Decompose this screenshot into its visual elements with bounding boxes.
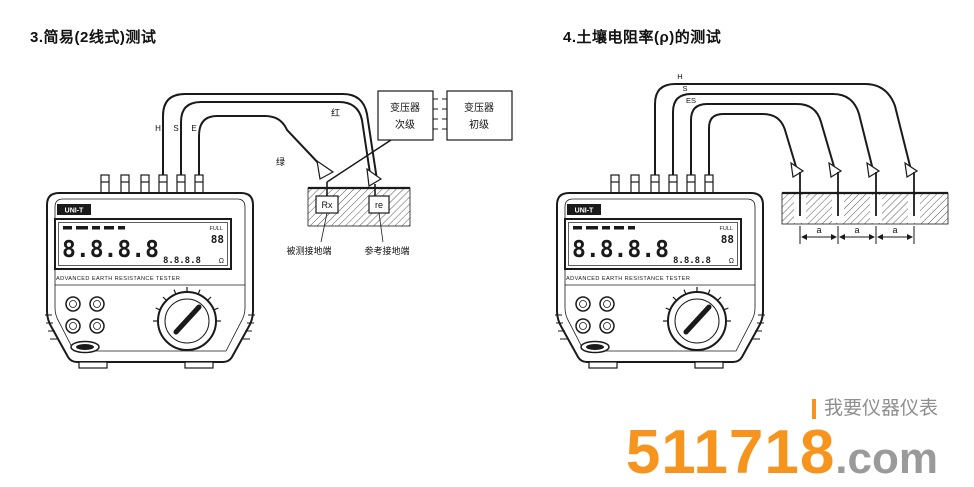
ground-block: [781, 191, 949, 225]
left-section-title: 3.简易(2线式)测试: [30, 29, 157, 46]
right-section-title: 4.土壤电阻率(ρ)的测试: [563, 29, 722, 46]
transformer-ground-lead: [326, 139, 392, 183]
soil-resistivity-test-diagram: H S ES: [535, 72, 949, 388]
re-label: re: [375, 200, 383, 210]
terminal-label-e: E: [191, 124, 196, 133]
winding-marks: [433, 98, 447, 130]
clamp-icon: [828, 161, 843, 178]
earth-tester-device: [45, 175, 255, 368]
spacing-label-a2: a: [854, 225, 859, 235]
measured-ground-label: 被测接地端: [286, 245, 331, 256]
spacing-labels: a a a: [816, 225, 897, 235]
test-leads: [654, 83, 912, 175]
clamp-icon: [904, 161, 919, 178]
watermark-site-row: 我要仪器仪表: [626, 398, 938, 420]
transformer-primary-label-1: 变压器: [464, 101, 494, 114]
lead-4: [708, 113, 798, 175]
watermark-accent-bar: [811, 399, 816, 419]
watermark-number: 511718: [625, 418, 836, 487]
red-lead-h: [162, 93, 378, 181]
terminal-label-s: S: [682, 84, 687, 93]
transformer-secondary-label-2: 次级: [395, 118, 415, 131]
transformer: [326, 90, 513, 183]
reference-ground-label: 参考接地端: [364, 245, 409, 256]
terminal-label-h: H: [155, 124, 161, 133]
terminal-label-h: H: [677, 72, 682, 81]
lead-1: [654, 83, 912, 175]
earth-spikes: [790, 161, 919, 216]
green-lead-e: [198, 115, 324, 175]
terminal-label-es: ES: [686, 96, 696, 105]
clamp-icon: [790, 161, 805, 178]
transformer-secondary-label-1: 变压器: [390, 101, 420, 114]
red-wire-label: 红: [331, 107, 340, 118]
simple-2wire-test-diagram: UNI-T FULL 88 8.8.8.8 8.8.8.8 Ω ADVANCED…: [25, 90, 513, 388]
ground-block: Rx re 被测接地端 参考接地端: [286, 159, 411, 256]
transformer-primary-box: [446, 90, 513, 141]
lead-3: [690, 103, 836, 175]
spacing-dimension: a a a: [799, 225, 915, 244]
green-wire-label: 绿: [276, 156, 285, 167]
test-leads: [162, 93, 378, 181]
watermark-site-name: 我要仪器仪表: [823, 398, 938, 419]
green-clamp-icon: [316, 159, 335, 180]
clamp-icon: [866, 161, 881, 178]
terminal-labels: H S ES: [677, 72, 696, 105]
red-clamp-icon: [366, 167, 383, 187]
lead-2: [672, 93, 874, 175]
spacing-label-a1: a: [816, 225, 821, 235]
transformer-primary-label-2: 初级: [469, 118, 489, 131]
spacing-label-a3: a: [892, 225, 897, 235]
watermark-suffix: .com: [835, 434, 938, 483]
watermark: 我要仪器仪表 511718.com: [626, 398, 938, 484]
dimension-arrowheads: [801, 234, 913, 240]
terminal-labels: H S E: [155, 124, 197, 133]
red-lead-s: [180, 101, 372, 181]
terminal-label-s: S: [173, 124, 178, 133]
watermark-domain-row: 511718.com: [626, 422, 938, 484]
rx-label: Rx: [322, 200, 333, 210]
earth-tester-device: [555, 175, 765, 368]
transformer-labels: 变压器 次级 变压器 初级: [390, 101, 494, 131]
transformer-secondary-box: [377, 90, 434, 141]
